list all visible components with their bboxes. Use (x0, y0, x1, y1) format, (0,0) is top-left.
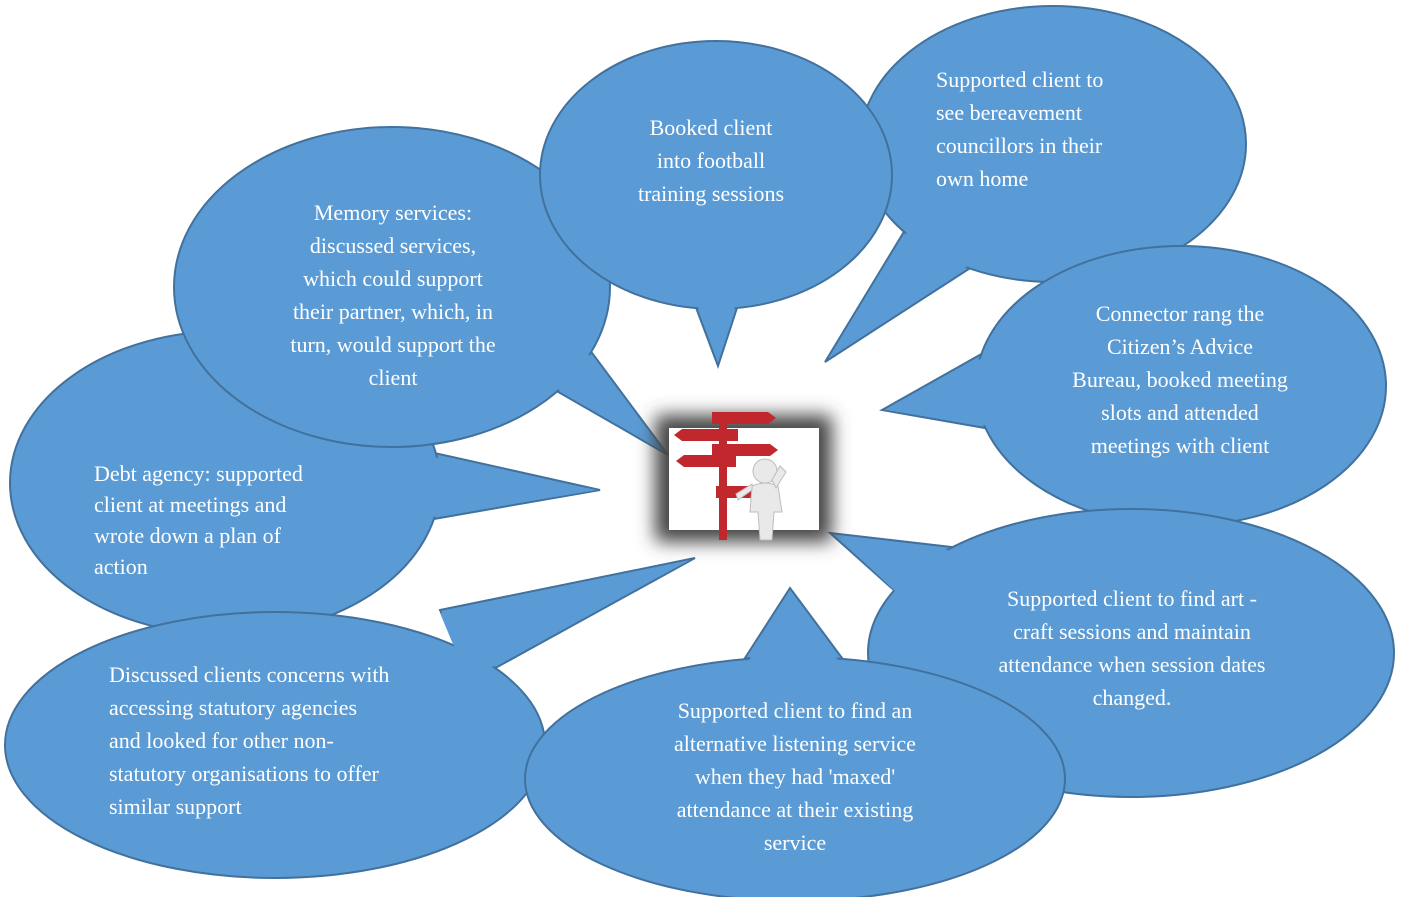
bubble-memory-text: Memory services: discussed services, whi… (290, 200, 496, 390)
bubble-statutory-shape (4, 557, 696, 879)
bubble-football-text: Booked client into football training ses… (637, 115, 785, 206)
bubble-citizens-advice-text: Connector rang the Citizen’s Advice Bure… (1072, 301, 1288, 458)
bubble-bereavement-shape (824, 5, 1247, 363)
bubble-art-craft-text: Supported client to find art - craft ses… (998, 586, 1266, 710)
bubble-listening-shape (524, 586, 1066, 897)
bubble-statutory-text: Discussed clients concerns with accessin… (109, 662, 390, 819)
bubble-listening-text: Supported client to find an alternative … (674, 698, 916, 855)
bubble-debt-text: Debt agency: supported client at meeting… (94, 461, 303, 579)
bubble-memory-shape (173, 126, 669, 456)
bubble-citizens-advice-shape (879, 245, 1387, 527)
bubble-football-shape (539, 40, 893, 370)
signpost-picture (655, 412, 832, 542)
signpost-person-icon (674, 412, 787, 541)
bubble-bereavement-text: Supported client to see bereavement coun… (936, 67, 1104, 191)
